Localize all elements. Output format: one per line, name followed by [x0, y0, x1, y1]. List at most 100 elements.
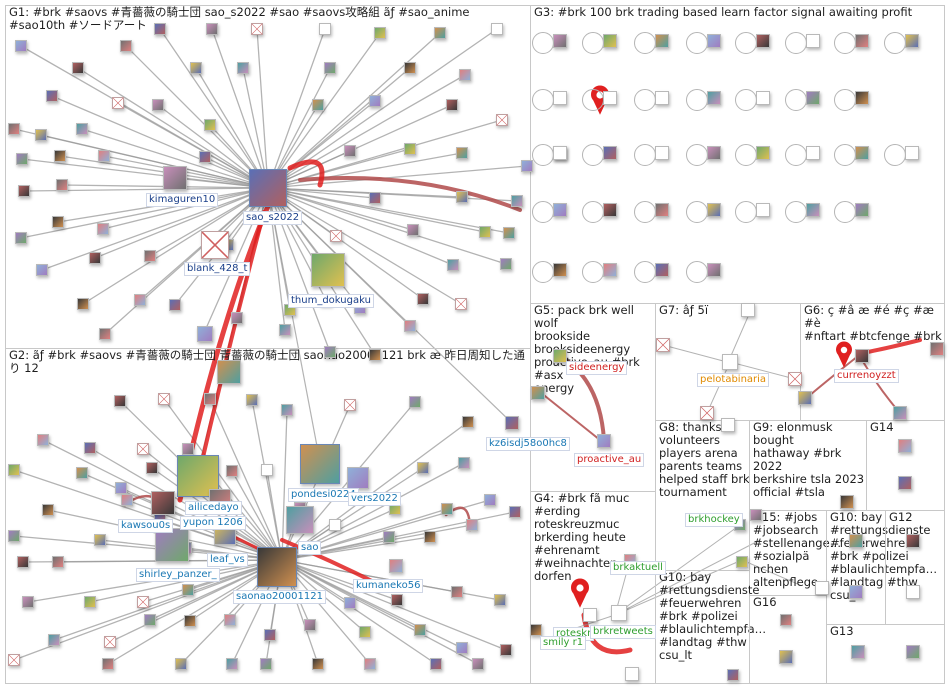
node-label-sao[interactable]: sao: [298, 541, 322, 555]
node-avatar-g2[interactable]: [52, 556, 64, 568]
node-avatar-g1[interactable]: [479, 226, 491, 238]
node-avatar-g3[interactable]: [707, 91, 721, 105]
node-avatar-g1[interactable]: [404, 320, 416, 332]
node-avatar-g3[interactable]: [855, 146, 869, 160]
node-avatar-g1[interactable]: [204, 119, 216, 131]
node-avatar-g1[interactable]: [134, 294, 146, 306]
node-avatar-g7[interactable]: [788, 372, 802, 386]
node-avatar-g2[interactable]: [430, 658, 442, 670]
node-avatar-g6[interactable]: [930, 342, 944, 356]
node-avatar-g1[interactable]: [72, 62, 84, 74]
node-avatar-kumaneko56[interactable]: [389, 559, 403, 573]
node-avatar-g3-red[interactable]: [553, 146, 567, 160]
node-avatar-g2[interactable]: [312, 658, 324, 670]
node-label-brooksideenergy[interactable]: sideenergy: [566, 361, 628, 375]
node-avatar-g15[interactable]: [815, 581, 829, 595]
node-avatar-g3[interactable]: [603, 263, 617, 277]
node-avatar-g3[interactable]: [603, 203, 617, 217]
node-avatar-g3[interactable]: [655, 91, 669, 105]
node-label-saonao20001121[interactable]: saonao20001121: [233, 590, 326, 604]
node-avatar-g14[interactable]: [898, 476, 912, 490]
node-avatar-g1[interactable]: [417, 293, 429, 305]
node-avatar-g2[interactable]: [37, 434, 49, 446]
node-avatar-g6[interactable]: [798, 391, 812, 405]
node-avatar-g2[interactable]: [104, 636, 116, 648]
node-avatar-g3[interactable]: [756, 203, 770, 217]
node-avatar-g1[interactable]: [36, 264, 48, 276]
node-avatar-g16[interactable]: [780, 614, 792, 626]
node-avatar-g3[interactable]: [806, 203, 820, 217]
node-avatar-g2[interactable]: [17, 556, 29, 568]
node-avatar-g2[interactable]: [409, 396, 421, 408]
node-avatar-g3[interactable]: [655, 203, 669, 217]
node-avatar-g1[interactable]: [16, 153, 28, 165]
node-avatar-g11[interactable]: [849, 585, 863, 599]
node-avatar-g1[interactable]: [496, 114, 508, 126]
node-avatar-g1[interactable]: [169, 299, 181, 311]
node-avatar-brkretweets[interactable]: [611, 605, 627, 621]
node-avatar-g2[interactable]: [22, 596, 34, 608]
node-label-yupon-1206[interactable]: yupon 1206: [180, 516, 246, 530]
node-avatar-g7[interactable]: [700, 406, 714, 420]
node-avatar-g1[interactable]: [237, 62, 249, 74]
node-label-kawsou0s[interactable]: kawsou0s: [118, 519, 174, 533]
node-avatar-g2[interactable]: [462, 416, 474, 428]
node-avatar-g1[interactable]: [112, 97, 124, 109]
node-avatar-g3[interactable]: [603, 34, 617, 48]
node-label-leaf-vs[interactable]: leaf_vs: [207, 553, 248, 567]
node-avatar-g1[interactable]: [491, 23, 503, 35]
node-avatar-g2[interactable]: [175, 658, 187, 670]
node-avatar-g1[interactable]: [319, 23, 331, 35]
node-avatar-g2[interactable]: [76, 467, 88, 479]
node-avatar-g13[interactable]: [906, 645, 920, 659]
node-avatar-g10[interactable]: [727, 669, 739, 681]
node-avatar-g2[interactable]: [261, 464, 273, 476]
node-avatar-g1[interactable]: [144, 250, 156, 262]
node-avatar-g2[interactable]: [102, 658, 114, 670]
node-avatar-g1[interactable]: [190, 62, 202, 74]
node-avatar-g2[interactable]: [391, 594, 403, 606]
node-avatar-g3[interactable]: [756, 146, 770, 160]
node-avatar-g1[interactable]: [369, 95, 381, 107]
node-avatar-g2[interactable]: [204, 393, 216, 405]
node-avatar-pondesi0224[interactable]: [300, 444, 340, 484]
node-label-sao-s2022[interactable]: sao_s2022: [243, 211, 303, 225]
node-avatar-pelotabinaria[interactable]: [722, 354, 738, 370]
node-avatar-g3[interactable]: [855, 34, 869, 48]
node-avatar-g2[interactable]: [184, 615, 196, 627]
node-avatar-g16[interactable]: [779, 650, 793, 664]
node-avatar-g2[interactable]: [246, 394, 258, 406]
node-avatar-g2[interactable]: [383, 531, 395, 543]
node-avatar-g3[interactable]: [707, 203, 721, 217]
node-avatar-g1[interactable]: [404, 143, 416, 155]
node-avatar-g2[interactable]: [359, 626, 371, 638]
node-avatar-g12[interactable]: [906, 585, 920, 599]
node-avatar-g3[interactable]: [553, 91, 567, 105]
node-avatar-g1[interactable]: [52, 216, 64, 228]
node-avatar-g1[interactable]: [330, 230, 342, 242]
node-avatar-vers2022[interactable]: [347, 467, 369, 489]
node-label-proactive-au[interactable]: proactive_au: [574, 453, 645, 467]
node-avatar-g2[interactable]: [500, 644, 512, 656]
node-avatar-g2[interactable]: [182, 443, 194, 455]
node-avatar-g2[interactable]: [329, 519, 341, 531]
node-label-brkhockey[interactable]: brkhockey: [685, 513, 743, 527]
node-avatar-g3[interactable]: [655, 146, 669, 160]
node-avatar-saonao20001121[interactable]: [257, 547, 297, 587]
node-avatar-g3[interactable]: [855, 91, 869, 105]
node-avatar-g2[interactable]: [281, 404, 293, 416]
node-avatar-g2[interactable]: [424, 531, 436, 543]
node-avatar-blank-428-t[interactable]: [201, 231, 229, 259]
node-avatar-g2[interactable]: [260, 658, 272, 670]
node-avatar-g1[interactable]: [46, 90, 58, 102]
node-avatar-roteskreuzmuc[interactable]: [583, 608, 597, 622]
node-avatar-g2[interactable]: [344, 597, 356, 609]
node-avatar-g1[interactable]: [312, 99, 324, 111]
node-label-thum-dokugaku[interactable]: thum_dokugaku: [288, 294, 374, 308]
node-avatar-g1[interactable]: [231, 312, 243, 324]
node-avatar-g8[interactable]: [721, 418, 735, 432]
node-avatar-g2[interactable]: [226, 658, 238, 670]
node-avatar-g2[interactable]: [146, 462, 158, 474]
node-avatar-g1[interactable]: [407, 224, 419, 236]
node-avatar-g1[interactable]: [369, 349, 381, 361]
